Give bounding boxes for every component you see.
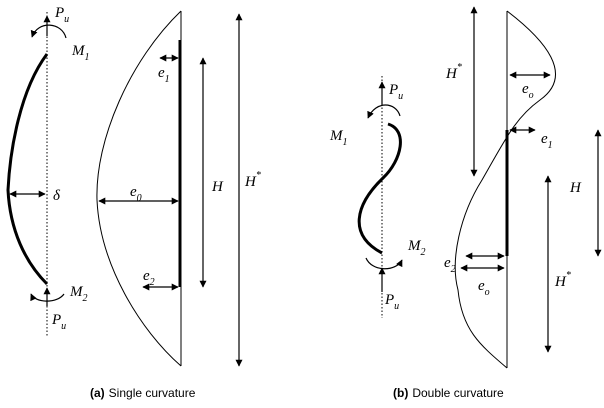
eccentricity-profile-a: [96, 10, 182, 367]
deflected-column-a: [6, 53, 49, 286]
label-H-a: H: [211, 179, 224, 195]
label-e0-a: e0: [130, 184, 142, 204]
label-Hstar-a: H*: [244, 170, 261, 190]
label-e1-a: e1: [158, 65, 170, 85]
label-P-top-a: Pu: [54, 5, 69, 25]
label-M2-a: M2: [69, 284, 88, 304]
moment-arc-bottom-a: [30, 293, 65, 302]
label-P-top-b: Pu: [388, 82, 403, 102]
label-H-b: H: [569, 180, 582, 196]
label-P-bottom-b: Pu: [384, 292, 399, 312]
label-delta: δ: [53, 188, 61, 204]
label-e2-b: e2: [444, 255, 456, 275]
moment-arc-top-a: [30, 24, 67, 39]
label-M1-b: M1: [329, 128, 348, 148]
label-M1-a: M1: [71, 43, 90, 63]
label-e1-b: e1: [541, 131, 553, 151]
label-e2-a: e2: [143, 268, 155, 288]
moment-arc-top-b: [367, 104, 401, 119]
caption-b: (b)Double curvature: [393, 386, 504, 400]
caption-a: (a)Single curvature: [90, 386, 196, 400]
panel-single-curvature: Pu M1 δ M2 Pu e1 e0 e2 H H*: [6, 5, 261, 367]
panel-double-curvature: Pu M1 M2 Pu eo e1 e2 eo H* H H*: [329, 6, 602, 369]
eccentricity-profile-b: [454, 10, 556, 369]
deflected-column-b: [357, 122, 402, 255]
moment-arc-bottom-b: [365, 257, 403, 270]
label-Hstar-bottom-b: H*: [554, 270, 571, 290]
label-Hstar-top-b: H*: [445, 62, 462, 82]
label-P-bottom-a: Pu: [51, 312, 66, 332]
label-eo-bottom-b: eo: [478, 278, 490, 298]
label-eo-top-b: eo: [522, 81, 534, 101]
label-M2-b: M2: [407, 238, 426, 258]
